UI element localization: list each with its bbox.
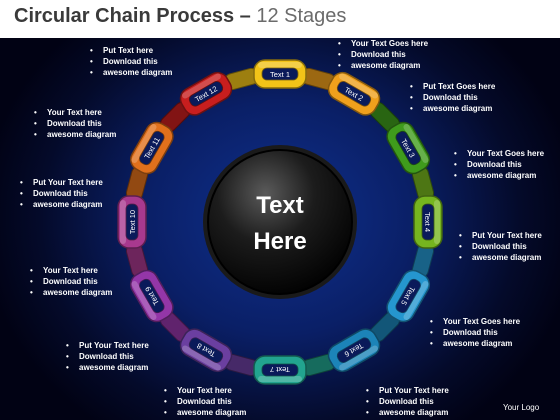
note-bullet: Download this	[430, 327, 520, 338]
center-text-line1: Text	[256, 192, 304, 219]
note-bullet: Download this	[164, 396, 246, 407]
note-bullet: Download this	[338, 49, 428, 60]
note-text-box: Put Your Text hereDownload thisawesome d…	[459, 230, 542, 263]
note-bullet-list: Put Your Text hereDownload thisawesome d…	[66, 340, 149, 373]
note-bullet: Put Your Text here	[20, 177, 103, 188]
note-bullet: Download this	[90, 56, 172, 67]
note-bullet: Download this	[34, 118, 116, 129]
chain-link: Text 7	[253, 355, 307, 385]
note-bullet: Put Your Text here	[459, 230, 542, 241]
chain-link: Text 5	[386, 269, 431, 323]
chain-link: Text 1	[253, 59, 307, 89]
note-bullet-list: Put Your Text hereDownload thisawesome d…	[459, 230, 542, 263]
chain-link: Text 4	[413, 195, 443, 249]
note-bullet: Your Text Goes here	[338, 38, 428, 49]
note-bullet: awesome diagram	[338, 60, 428, 71]
note-bullet-list: Your Text hereDownload thisawesome diagr…	[30, 265, 112, 298]
note-bullet: awesome diagram	[410, 103, 495, 114]
chain-link: Text 6	[327, 328, 381, 373]
chain-link: Text 2	[327, 71, 381, 116]
chain-link-label: Text 10	[128, 210, 137, 234]
note-bullet-list: Your Text hereDownload thisawesome diagr…	[164, 385, 246, 418]
note-bullet: awesome diagram	[454, 170, 544, 181]
note-text-box: Your Text hereDownload thisawesome diagr…	[30, 265, 112, 298]
note-bullet: awesome diagram	[30, 287, 112, 298]
note-text-box: Your Text hereDownload thisawesome diagr…	[34, 107, 116, 140]
note-bullet-list: Your Text hereDownload thisawesome diagr…	[34, 107, 116, 140]
chain-link: Text 10	[117, 195, 147, 249]
note-text-box: Put Your Text hereDownload thisawesome d…	[20, 177, 103, 210]
note-text-box: Put Text Goes hereDownload thisawesome d…	[410, 81, 495, 114]
title-sub: 12 Stages	[256, 5, 347, 27]
note-bullet: awesome diagram	[20, 199, 103, 210]
note-bullet-list: Your Text Goes hereDownload thisawesome …	[430, 316, 520, 349]
note-bullet-list: Put Text hereDownload thisawesome diagra…	[90, 45, 172, 78]
note-bullet: Your Text Goes here	[454, 148, 544, 159]
note-text-box: Put Your Text hereDownload thisawesome d…	[366, 385, 449, 418]
slide-title: Circular Chain Process – 12 Stages	[14, 5, 346, 28]
note-bullet: Your Text here	[34, 107, 116, 118]
note-bullet: Your Text here	[164, 385, 246, 396]
chain-link: Text 8	[179, 328, 233, 373]
note-text-box: Put Text hereDownload thisawesome diagra…	[90, 45, 172, 78]
note-bullet: awesome diagram	[459, 252, 542, 263]
note-bullet: Download this	[454, 159, 544, 170]
chain-link-label: Text 4	[423, 212, 432, 232]
note-bullet-list: Put Your Text hereDownload thisawesome d…	[366, 385, 449, 418]
note-bullet: awesome diagram	[164, 407, 246, 418]
logo-text: Your Logo	[503, 403, 540, 412]
note-bullet: Put Your Text here	[66, 340, 149, 351]
center-orb	[207, 149, 353, 295]
note-bullet: Your Text here	[30, 265, 112, 276]
note-bullet-list: Your Text Goes hereDownload thisawesome …	[338, 38, 428, 71]
note-bullet: Download this	[30, 276, 112, 287]
chain-link-label: Text 7	[270, 365, 290, 374]
note-bullet-list: Your Text Goes hereDownload thisawesome …	[454, 148, 544, 181]
note-bullet: Download this	[66, 351, 149, 362]
note-bullet: Put Your Text here	[366, 385, 449, 396]
center-text-line2: Here	[253, 228, 306, 255]
note-bullet: Download this	[20, 188, 103, 199]
note-bullet: Download this	[459, 241, 542, 252]
chain-link: Text 9	[129, 269, 174, 323]
note-bullet: Put Text here	[90, 45, 172, 56]
note-bullet-list: Put Your Text hereDownload thisawesome d…	[20, 177, 103, 210]
note-bullet: awesome diagram	[90, 67, 172, 78]
note-text-box: Your Text Goes hereDownload thisawesome …	[430, 316, 520, 349]
note-bullet: awesome diagram	[366, 407, 449, 418]
note-text-box: Your Text hereDownload thisawesome diagr…	[164, 385, 246, 418]
note-bullet: awesome diagram	[66, 362, 149, 373]
chain-link-label: Text 1	[270, 70, 290, 79]
header: Circular Chain Process – 12 Stages	[0, 0, 560, 38]
note-text-box: Your Text Goes hereDownload thisawesome …	[338, 38, 428, 71]
chain-link: Text 3	[386, 121, 431, 175]
note-bullet: Download this	[410, 92, 495, 103]
chain-link: Text 12	[179, 71, 233, 116]
note-bullet: Your Text Goes here	[430, 316, 520, 327]
title-dash: –	[239, 5, 251, 27]
note-bullet: awesome diagram	[430, 338, 520, 349]
note-text-box: Put Your Text hereDownload thisawesome d…	[66, 340, 149, 373]
title-main: Circular Chain Process	[14, 5, 235, 27]
note-bullet-list: Put Text Goes hereDownload thisawesome d…	[410, 81, 495, 114]
note-bullet: awesome diagram	[34, 129, 116, 140]
note-bullet: Put Text Goes here	[410, 81, 495, 92]
chain-link: Text 11	[129, 121, 174, 175]
note-text-box: Your Text Goes hereDownload thisawesome …	[454, 148, 544, 181]
note-bullet: Download this	[366, 396, 449, 407]
